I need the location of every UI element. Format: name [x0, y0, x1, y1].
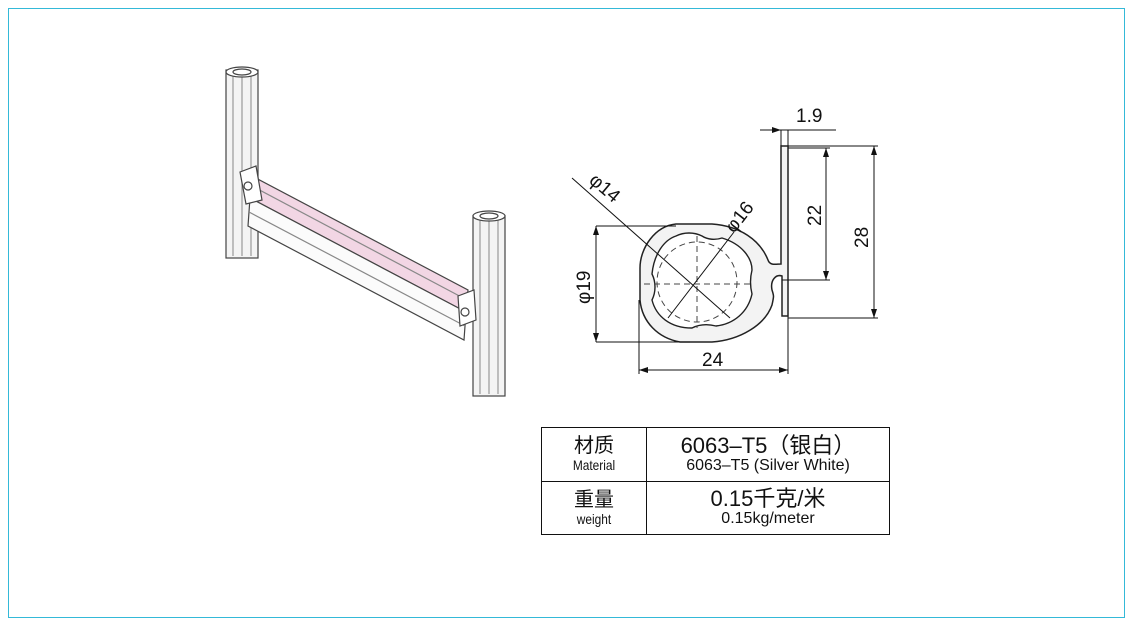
weight-label-cell: 重量 weight	[541, 480, 647, 535]
spec-row-weight: 重量 weight 0.15千克/米 0.15kg/meter	[541, 480, 890, 535]
dim-label-height-28: 28	[852, 227, 873, 248]
material-label-cell: 材质 Material	[541, 427, 647, 482]
material-label-zh: 材质	[574, 435, 614, 458]
dim-label-height-22: 22	[805, 205, 826, 226]
material-value-en: 6063–T5 (Silver White)	[686, 456, 850, 474]
weight-label-zh: 重量	[574, 488, 614, 511]
material-value-cell: 6063–T5（银白） 6063–T5 (Silver White)	[646, 427, 890, 482]
spec-table: 材质 Material 6063–T5（银白） 6063–T5 (Silver …	[541, 427, 890, 535]
page-frame	[8, 8, 1125, 618]
material-value-zh: 6063–T5（银白）	[680, 432, 856, 458]
profile-bore	[651, 232, 753, 329]
dimension-arrows	[593, 127, 877, 373]
dim-label-thickness-1-9: 1.9	[796, 106, 822, 127]
diagonal-bar	[239, 165, 477, 341]
weight-label-en: weight	[576, 510, 612, 527]
assembly-illustration	[225, 66, 506, 397]
spec-row-material: 材质 Material 6063–T5（银白） 6063–T5 (Silver …	[541, 427, 890, 482]
weight-value-cell: 0.15千克/米 0.15kg/meter	[646, 480, 890, 535]
dim-label-width-24: 24	[702, 350, 724, 371]
weight-value-zh: 0.15千克/米	[710, 486, 826, 512]
weight-value-en: 0.15kg/meter	[721, 510, 815, 528]
dim-label-diameter-14: φ14	[585, 170, 624, 208]
material-label-en: Material	[572, 457, 616, 474]
profile-cross-section	[571, 145, 789, 343]
right-vertical-tube	[472, 210, 506, 397]
dim-label-diameter-19: φ19	[574, 271, 595, 304]
